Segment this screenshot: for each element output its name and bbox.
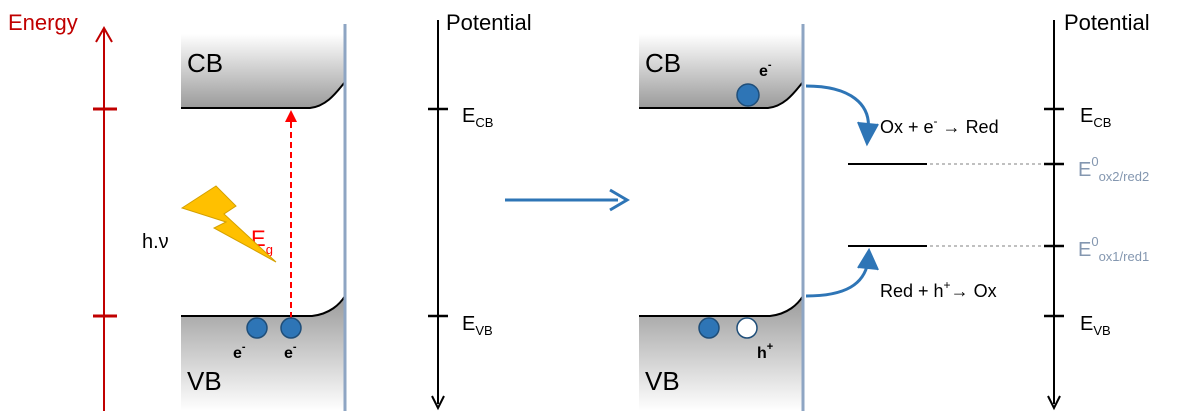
electron-vb-right xyxy=(698,317,720,339)
transition-arrow xyxy=(505,188,630,212)
lightning-bolt-icon xyxy=(180,185,277,263)
potential-axis-right xyxy=(1044,20,1064,411)
electron-label-1: e- xyxy=(233,341,246,362)
hole-vb-right xyxy=(736,317,758,339)
energy-label: Energy xyxy=(8,10,78,35)
evb-label-left: EVB xyxy=(462,313,493,338)
conduction-band-right xyxy=(639,34,803,108)
e0-ox1-red1-label: E0ox1/red1 xyxy=(1078,234,1149,264)
vb-label-right: VB xyxy=(645,366,680,396)
energy-axis xyxy=(93,25,117,411)
oxidation-reaction: Red + h+→ Ox xyxy=(880,278,997,301)
valence-band-left xyxy=(181,296,345,411)
reduction-reaction: Ox + e- → Red xyxy=(880,114,999,137)
valence-band-right xyxy=(639,296,803,411)
electron-cb-label: e- xyxy=(759,59,772,80)
electron-left-2 xyxy=(280,317,302,339)
ecb-label-left: ECB xyxy=(462,105,493,130)
photon-label: h.ν xyxy=(142,231,169,253)
e0-ox2-red2-label: E0ox2/red2 xyxy=(1078,154,1149,184)
electron-left-1 xyxy=(246,317,268,339)
vb-label-left: VB xyxy=(187,366,222,396)
electron-cb-right xyxy=(736,83,760,107)
potential-axis-left xyxy=(428,20,448,411)
electron-label-2: e- xyxy=(284,341,297,362)
ecb-label-right: ECB xyxy=(1080,105,1111,130)
evb-label-right: EVB xyxy=(1080,313,1111,338)
potential-label-left: Potential xyxy=(446,10,532,35)
conduction-band-left xyxy=(181,34,345,108)
potential-label-right: Potential xyxy=(1064,10,1150,35)
hole-label: h+ xyxy=(757,341,773,362)
cb-label-right: CB xyxy=(645,48,681,78)
cb-label-left: CB xyxy=(187,48,223,78)
